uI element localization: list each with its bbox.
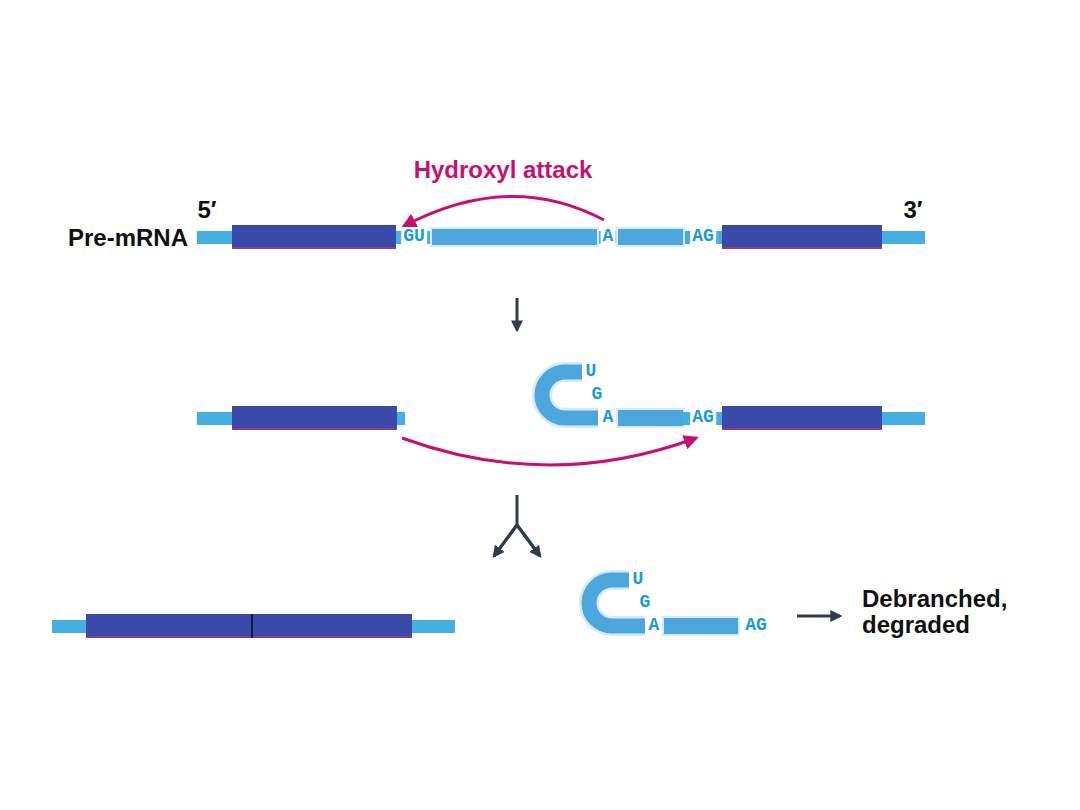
- molecule-label: Pre-mRNA: [68, 225, 188, 251]
- split-arrow: [494, 495, 540, 556]
- spliced-mrna: [52, 614, 455, 638]
- split-arrow-left: [494, 525, 517, 556]
- pre-mrna: [197, 225, 925, 249]
- lariat-base: G: [590, 385, 605, 405]
- end-label: 5′: [197, 197, 216, 223]
- lariat: [589, 580, 740, 636]
- degradation-arrow: [797, 615, 840, 618]
- ligation-arrow: [402, 438, 696, 465]
- split-arrow-right: [517, 525, 540, 556]
- splice-site: AG: [743, 616, 769, 636]
- splice-site: GU: [401, 227, 427, 247]
- step-arrow: [516, 298, 519, 330]
- lariat-base: U: [584, 362, 599, 382]
- lariat-base: G: [638, 593, 653, 613]
- branch-point: A: [601, 227, 616, 247]
- splice-site: AG: [690, 408, 716, 428]
- end-label: 3′: [903, 197, 922, 223]
- splice-site: AG: [690, 227, 716, 247]
- intermediate: [197, 372, 925, 430]
- fate-label: Debranched, degraded: [862, 586, 1052, 639]
- arrow-label: Hydroxyl attack: [414, 157, 593, 183]
- branch-point: A: [601, 408, 616, 428]
- branch-point: A: [647, 616, 662, 636]
- hydroxyl-arrow: [404, 196, 604, 226]
- lariat-base: U: [631, 570, 646, 590]
